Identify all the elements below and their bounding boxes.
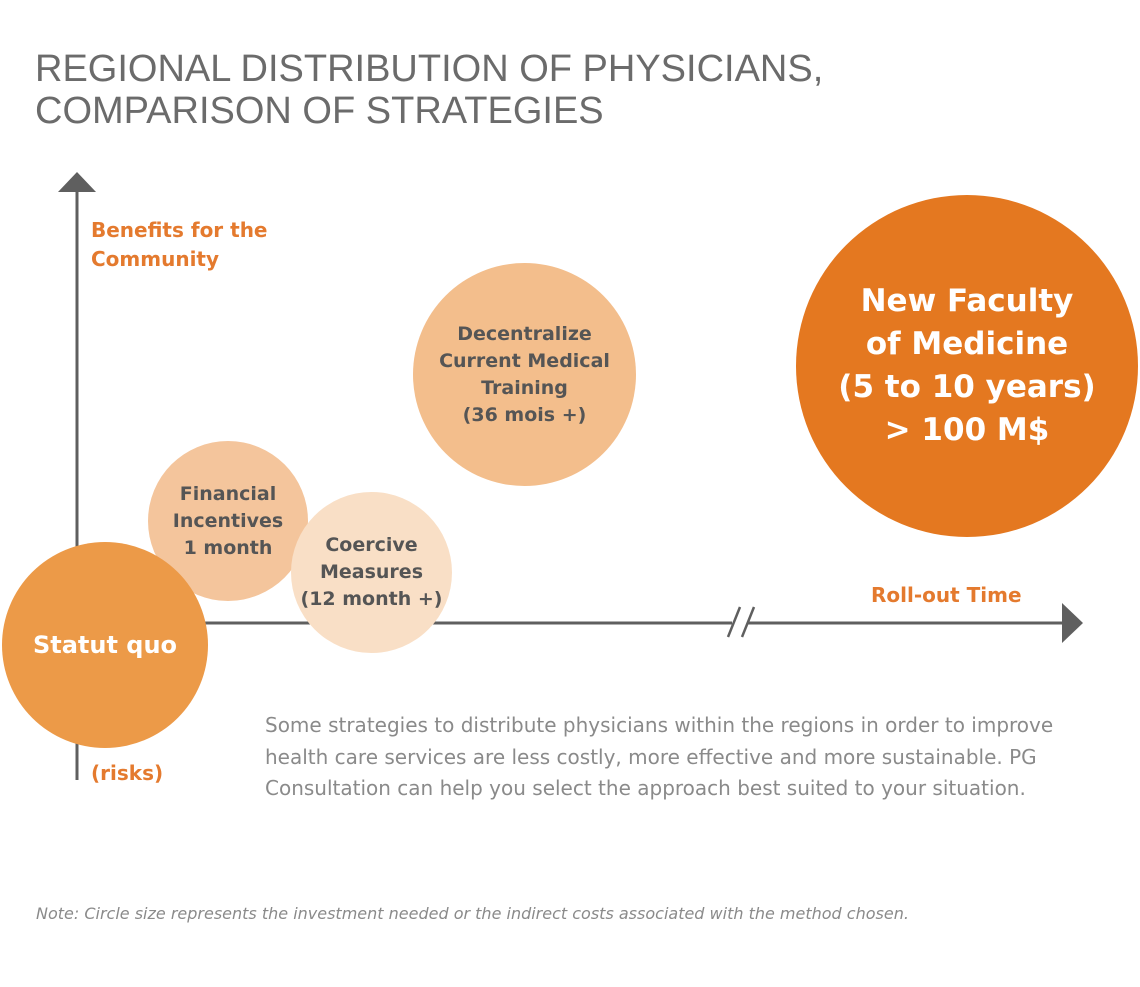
bubble-decentralize-line-2: Current Medical xyxy=(439,349,610,372)
bubble-decentralize-line-4: (36 mois +) xyxy=(462,403,587,426)
y-axis-arrowhead xyxy=(58,172,96,192)
y-axis-bottom-label: (risks) xyxy=(91,761,164,785)
bubble-coercive-line-2: Measures xyxy=(319,561,423,583)
x-axis-arrowhead xyxy=(1062,603,1083,643)
bubble-decentralize-line-1: Decentralize xyxy=(457,322,592,345)
y-axis-label: Benefits for the Community xyxy=(91,216,268,274)
y-axis-label-line-1: Benefits for the xyxy=(91,218,268,242)
bubble-decentralize-training: Decentralize Current Medical Training (3… xyxy=(413,263,636,486)
page-title-line-1: REGIONAL DISTRIBUTION OF PHYSICIANS, xyxy=(35,48,824,90)
y-axis-label-line-2: Community xyxy=(91,247,220,271)
page-title-line-2: COMPARISON OF STRATEGIES xyxy=(35,90,604,132)
bubble-new-faculty: New Faculty of Medicine (5 to 10 years) … xyxy=(796,195,1138,537)
footnote: Note: Circle size represents the investm… xyxy=(36,904,909,923)
bubble-coercive-line-1: Coercive xyxy=(325,534,418,556)
bubble-decentralize-line-3: Training xyxy=(481,376,568,399)
description-text: Some strategies to distribute physicians… xyxy=(265,713,1054,800)
bubble-faculty-line-1: New Faculty xyxy=(860,283,1074,319)
bubble-faculty-line-2: of Medicine xyxy=(865,326,1069,362)
bubble-coercive-measures: Coercive Measures (12 month +) xyxy=(291,492,452,653)
bubble-statut-quo: Statut quo xyxy=(2,542,208,748)
axis-break-mark-2 xyxy=(740,606,756,638)
bubble-faculty-line-4: > 100 M$ xyxy=(884,412,1050,448)
bubble-financial-line-2: Incentives xyxy=(172,509,284,532)
x-axis-label: Roll-out Time xyxy=(871,583,1022,607)
bubble-financial-line-3: 1 month xyxy=(183,536,273,559)
bubble-statut-quo-line-1: Statut quo xyxy=(32,631,178,659)
bubble-faculty-line-3: (5 to 10 years) xyxy=(838,369,1096,405)
axis-break-mark-1 xyxy=(726,606,742,638)
bubble-coercive-line-3: (12 month +) xyxy=(300,588,443,610)
bubble-financial-line-1: Financial xyxy=(179,482,277,505)
page-title: REGIONAL DISTRIBUTION OF PHYSICIANS, COM… xyxy=(35,48,823,132)
